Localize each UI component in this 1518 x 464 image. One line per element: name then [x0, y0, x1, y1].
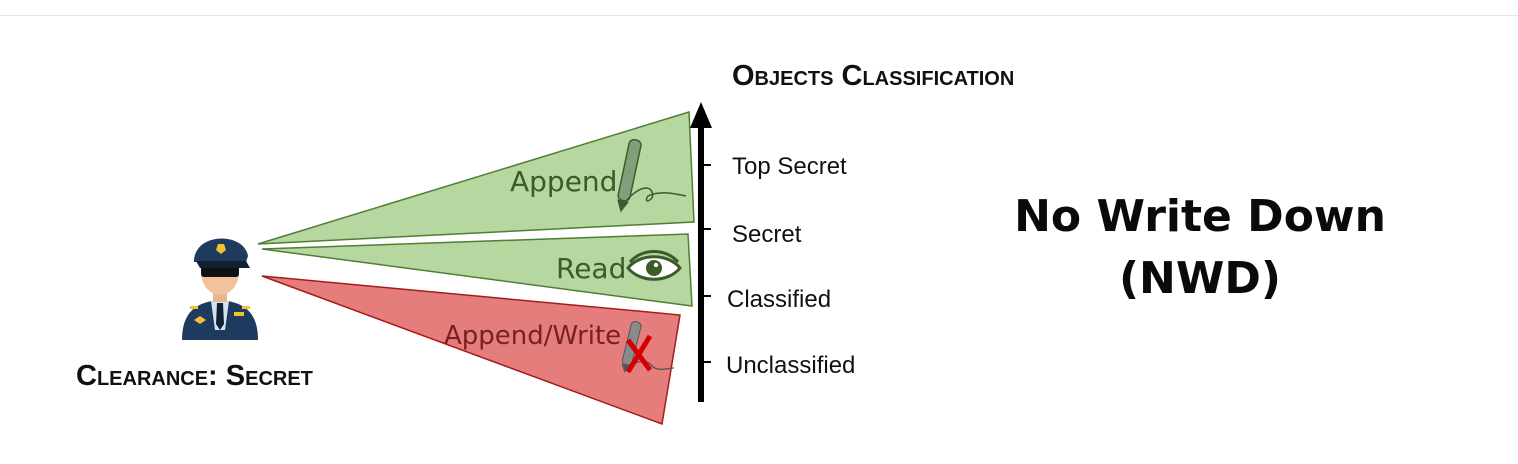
policy-name: No Write Down [1014, 191, 1386, 242]
write-down-wedge [261, 275, 681, 426]
level-secret: Secret [732, 221, 802, 248]
pen-squiggle [624, 187, 687, 203]
subject-clearance-label: Clearance: Secret [76, 360, 313, 392]
level-unclassified: Unclassified [726, 352, 856, 379]
policy-abbreviation: (NWD) [1118, 253, 1282, 304]
classification-axis [690, 102, 712, 402]
axis-title: Objects Classification [732, 60, 1015, 92]
append-label: Append [510, 165, 618, 198]
append-wedge [257, 110, 695, 245]
append-write-label: Append/Write [444, 321, 622, 351]
pen-crossed-icon [621, 321, 675, 374]
level-classified: Classified [727, 286, 832, 313]
pen-icon [617, 138, 642, 213]
policy-title: No Write Down (NWD) [1000, 186, 1400, 310]
level-top-secret: Top Secret [732, 153, 847, 180]
eye-icon [626, 250, 682, 281]
officer-icon [182, 238, 258, 340]
top-divider [0, 15, 1518, 16]
read-label: Read [556, 252, 627, 285]
read-wedge [261, 233, 693, 307]
